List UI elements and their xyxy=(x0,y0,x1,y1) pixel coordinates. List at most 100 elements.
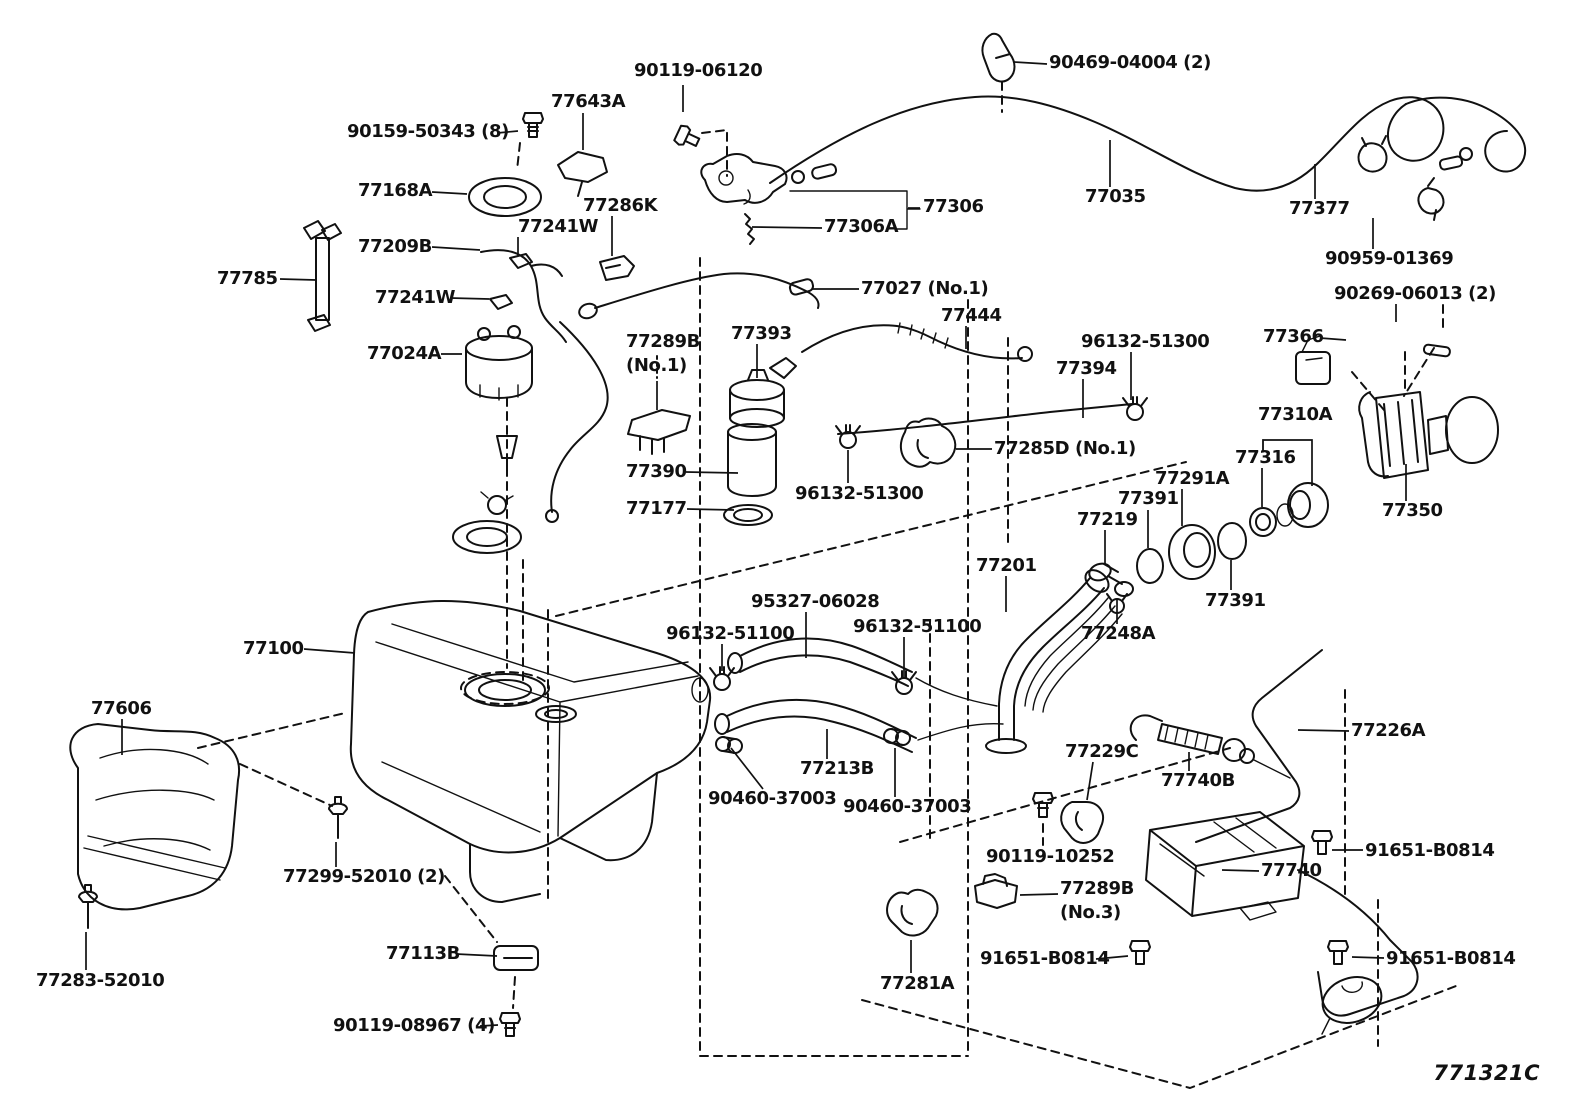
part-label-77241w-2-leader-line xyxy=(449,297,490,300)
part-label-90119-08967-4-leader-line xyxy=(479,1024,499,1027)
part-label-96132-51100: 96132-51100 xyxy=(666,623,795,644)
part-label-77209b: 77209B xyxy=(358,236,432,257)
part-label-77226a-leader-line xyxy=(1297,729,1350,732)
part-label-77229c: 77229C xyxy=(1065,741,1139,762)
filler-pipe-77201-drawing xyxy=(915,439,1329,754)
part-label-77226a: 77226A xyxy=(1351,720,1426,741)
part-label-77740b: 77740B xyxy=(1161,770,1235,791)
part-label-90159-50343-8-leader-line xyxy=(496,130,519,134)
bottom-clips-drawing xyxy=(493,801,1104,971)
lid-lock-control-77306-drawing xyxy=(700,153,921,245)
part-label-77286k: 77286K xyxy=(583,195,658,216)
part-label-77316: 77316 xyxy=(1235,447,1296,468)
part-label-77281a: 77281A xyxy=(880,973,955,994)
part-label-90269-06013-2: 90269-06013 (2) xyxy=(1334,283,1496,304)
dashed-construction-lines xyxy=(197,81,1457,1089)
part-label-77100-leader-line xyxy=(303,648,356,654)
fuel-tank-drawing xyxy=(349,600,712,903)
part-label-77241w-2: 77241W xyxy=(375,287,456,308)
part-label-90460-37003: 90460-37003 xyxy=(708,788,837,809)
part-label-90460-37003-leader-line xyxy=(730,747,764,790)
part-label-77306: 77306 xyxy=(923,196,984,217)
part-label-90469-04004-2: 90469-04004 (2) xyxy=(1049,52,1211,73)
part-label-90460-37003-2: 90460-37003 xyxy=(843,796,972,817)
fuel-pump-77024A-drawing xyxy=(452,249,609,554)
part-label-77229c-leader-line xyxy=(1086,761,1094,801)
part-label-77113b: 77113B xyxy=(386,943,460,964)
part-label-77168a: 77168A xyxy=(358,180,433,201)
part-label-77390: 77390 xyxy=(626,461,687,482)
part-label-77391: 77391 xyxy=(1118,488,1179,509)
part-label-91651-b0814-2: 91651-B0814 xyxy=(980,948,1110,969)
part-label-77394: 77394 xyxy=(1056,358,1117,379)
part-label-77209b-leader-line xyxy=(431,246,481,251)
part-label-77289b-no-3: 77289B (No.3) xyxy=(1060,878,1134,923)
part-label-77606: 77606 xyxy=(91,698,152,719)
part-label-77785: 77785 xyxy=(217,268,278,289)
part-label-91651-b0814-3: 91651-B0814 xyxy=(1386,948,1516,969)
fuel-sender-and-small-brackets xyxy=(303,151,635,332)
fuel-hose-77027-drawing xyxy=(578,272,820,320)
part-label-77350: 77350 xyxy=(1382,500,1443,521)
part-label-77213b: 77213B xyxy=(800,758,874,779)
part-label-77113b-leader-line xyxy=(455,953,498,957)
part-label-77306a: 77306A xyxy=(824,216,899,237)
part-label-77643a: 77643A xyxy=(551,91,626,112)
part-label-90159-50343-8: 90159-50343 (8) xyxy=(347,121,509,142)
part-label-77024a: 77024A xyxy=(367,343,442,364)
part-label-77035: 77035 xyxy=(1085,186,1146,207)
part-label-77377: 77377 xyxy=(1289,198,1350,219)
part-label-77168a-leader-line xyxy=(431,191,468,195)
part-label-77248a: 77248A xyxy=(1081,623,1156,644)
bolt-icons xyxy=(78,112,1349,1037)
tank-shield-drawing xyxy=(69,723,240,911)
lower-hoses-drawing xyxy=(709,637,917,754)
part-label-77283-52010: 77283-52010 xyxy=(36,970,165,991)
part-label-77366-leader-line xyxy=(1319,337,1347,341)
fuel-tube-77035-drawing xyxy=(769,32,1527,221)
vent-pipe-77226A-drawing xyxy=(1129,649,1323,843)
part-label-77241w: 77241W xyxy=(518,216,599,237)
part-label-77310a: 77310A xyxy=(1258,404,1333,425)
part-label-91651-b0814: 91651-B0814 xyxy=(1365,840,1495,861)
part-label-77740-leader-line xyxy=(1221,869,1260,872)
part-label-96132-51300-2: 96132-51300 xyxy=(795,483,924,504)
part-label-90119-08967-4: 90119-08967 (4) xyxy=(333,1015,495,1036)
part-label-77299-52010-2: 77299-52010 (2) xyxy=(283,866,445,887)
diagram-code: 771321C xyxy=(1433,1061,1540,1085)
part-label-77177: 77177 xyxy=(626,498,687,519)
part-label-77289b-no-3-leader-line xyxy=(1019,893,1059,896)
part-label-91651-b0814-3-leader-line xyxy=(1351,956,1385,959)
canister-77740-drawing xyxy=(1145,811,1419,1035)
part-label-77393: 77393 xyxy=(731,323,792,344)
part-label-77201: 77201 xyxy=(976,555,1037,576)
part-label-77100: 77100 xyxy=(243,638,304,659)
filter-stack-drawing xyxy=(627,357,797,526)
part-label-77289b-no-1: 77289B (No.1) xyxy=(626,331,700,376)
part-label-95327-06028: 95327-06028 xyxy=(751,591,880,612)
part-label-96132-51300: 96132-51300 xyxy=(1081,331,1210,352)
part-label-77390-leader-line xyxy=(685,471,739,474)
fuel-cap-77350-drawing xyxy=(1295,335,1499,479)
part-label-77310a-leader-line xyxy=(1262,439,1313,486)
part-label-77785-leader-line xyxy=(279,278,317,281)
part-label-77391-2: 77391 xyxy=(1205,590,1266,611)
part-label-96132-51100-2: 96132-51100 xyxy=(853,616,982,637)
part-label-90469-04004-2-leader-line xyxy=(1013,61,1048,65)
part-label-77177-leader-line xyxy=(686,508,735,511)
part-label-77444: 77444 xyxy=(941,305,1002,326)
part-label-77366: 77366 xyxy=(1263,326,1324,347)
part-label-90959-01369: 90959-01369 xyxy=(1325,248,1454,269)
part-label-77740: 77740 xyxy=(1261,860,1322,881)
part-label-77027-no-1: 77027 (No.1) xyxy=(861,278,989,299)
part-label-77306a-leader-line xyxy=(751,226,823,229)
breather-hoses-drawing xyxy=(801,322,1148,468)
part-label-91651-b0814-2-leader-line xyxy=(1095,955,1129,960)
part-label-77291a: 77291A xyxy=(1155,468,1230,489)
part-label-90119-10252: 90119-10252 xyxy=(986,846,1115,867)
part-label-77219: 77219 xyxy=(1077,509,1138,530)
part-label-90119-06120: 90119-06120 xyxy=(634,60,763,81)
